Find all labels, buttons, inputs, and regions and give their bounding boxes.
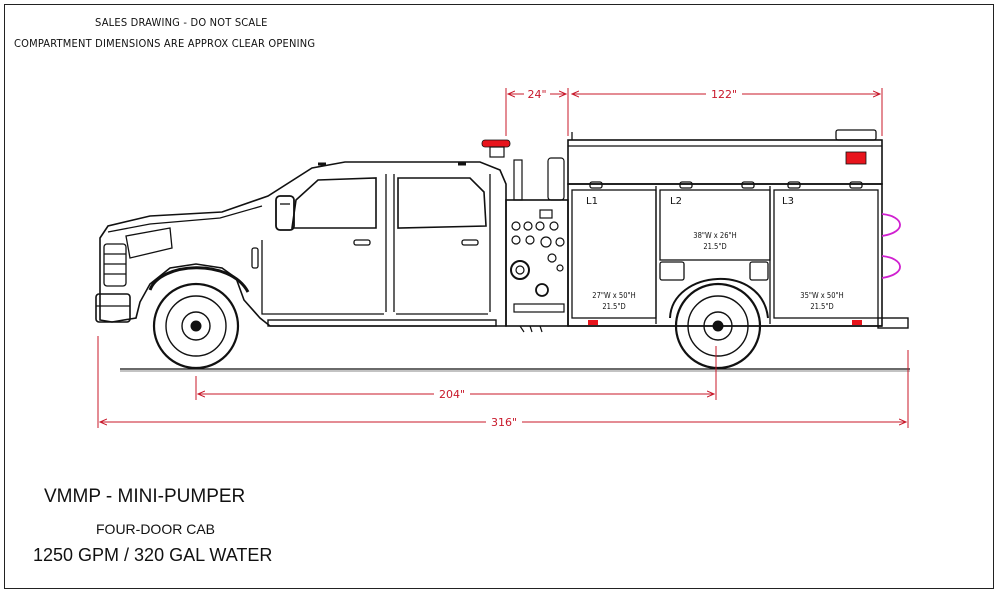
- dimension-lines: [97, 88, 909, 428]
- warning-light: [481, 139, 511, 158]
- compartment-l2-depth: 21.5"D: [703, 242, 726, 251]
- dim-cab-gap: 24": [527, 88, 546, 101]
- compartment-l1-size: 27"W x 50"H: [592, 291, 635, 300]
- compartment-l2-label: L2: [670, 196, 682, 207]
- hose-reels: [881, 213, 901, 279]
- compartment-l3-size: 35"W x 50"H: [800, 291, 843, 300]
- compartment-l3-label: L3: [782, 196, 794, 207]
- truck-cab: [95, 161, 507, 327]
- compartment-l1-label: L1: [586, 196, 598, 207]
- compartment-l1-depth: 21.5"D: [602, 302, 625, 311]
- rear-wheel: [674, 282, 762, 370]
- dim-wheelbase: 204": [439, 388, 465, 401]
- compartment-l2-size: 38"W x 26"H: [693, 231, 736, 240]
- front-wheel: [152, 282, 240, 370]
- apparatus-body: [567, 129, 909, 329]
- dim-body-length: 122": [711, 88, 737, 101]
- cab-type: FOUR-DOOR CAB: [96, 521, 215, 537]
- note-do-not-scale: SALES DRAWING - DO NOT SCALE: [95, 16, 268, 29]
- ground-line: [120, 368, 910, 372]
- note-compartment-dimensions: COMPARTMENT DIMENSIONS ARE APPROX CLEAR …: [14, 37, 316, 50]
- pump-panel: [505, 157, 569, 333]
- drawing-border: [4, 4, 994, 589]
- model-title: VMMP - MINI-PUMPER: [44, 486, 246, 507]
- pump-specs: 1250 GPM / 320 GAL WATER: [33, 545, 273, 565]
- compartment-l3-depth: 21.5"D: [810, 302, 833, 311]
- dim-overall-length: 316": [491, 416, 517, 429]
